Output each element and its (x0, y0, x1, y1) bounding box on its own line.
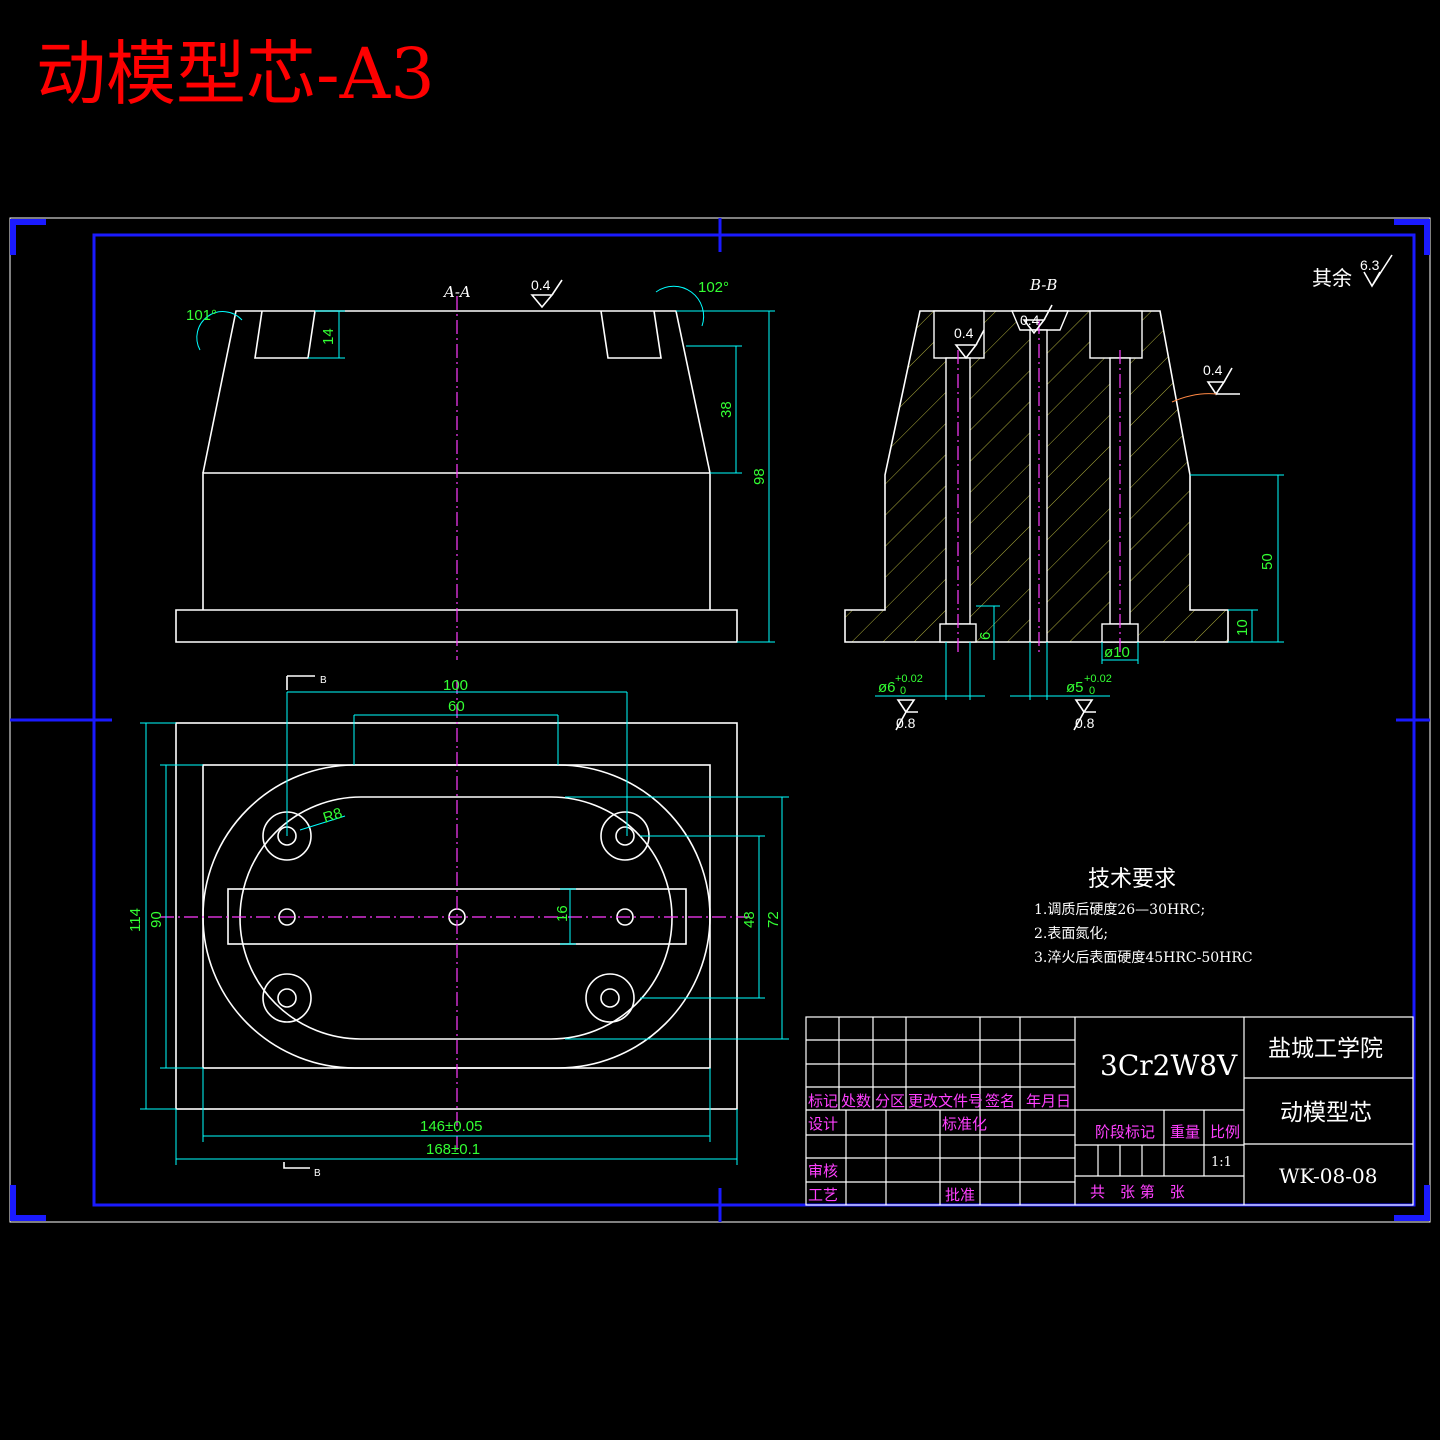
tol-phi6-upper: +0.02 (895, 673, 923, 685)
centering-marks (10, 218, 1430, 1222)
dim-90: 90 (148, 911, 165, 928)
dim-72: 72 (765, 911, 782, 928)
dim-100: 100 (443, 677, 468, 694)
tol-phi6-lower: 0 (900, 685, 906, 697)
dim-114: 114 (127, 908, 144, 932)
technical-requirements: 技术要求 1.调质后硬度26—30HRC; 2.表面氮化; 3.淬火后表面硬度4… (1034, 867, 1253, 966)
dim-phi10: ø10 (1104, 644, 1130, 661)
drawing-no-cell: WK-08-08 (1279, 1164, 1377, 1188)
dim-10: 10 (1234, 619, 1251, 636)
corner-marks (10, 219, 1430, 1221)
ra-phi6: 0.8 (896, 715, 916, 731)
tech-item-3: 3.淬火后表面硬度45HRC-50HRC (1034, 950, 1253, 966)
ra-phi5: 0.8 (1075, 715, 1095, 731)
tech-item-1: 1.调质后硬度26—30HRC; (1034, 902, 1205, 918)
dim-14: 14 (320, 328, 337, 345)
ra-bb-2: 0.4 (1020, 312, 1040, 328)
dim-168: 168±0.1 (426, 1141, 480, 1158)
drawing-title: 动模型芯-A3 (36, 33, 435, 115)
ra-bb-1: 0.4 (954, 325, 974, 341)
dim-50: 50 (1259, 553, 1276, 570)
dim-48: 48 (741, 911, 758, 928)
section-bb-view: B-B 50 10 6 ø10 ø6 +0.02 0 (844, 276, 1284, 731)
section-aa-view: A-A 14 38 98 101° 102° 0.4 (175, 277, 775, 660)
col-sign: 签名 (985, 1092, 1015, 1110)
ra-top-aa: 0.4 (531, 277, 551, 293)
tol-phi5-lower: 0 (1089, 685, 1095, 697)
dim-146: 146±0.05 (420, 1118, 482, 1135)
left-pocket (254, 310, 316, 359)
dim-phi6: ø6 (878, 679, 896, 696)
dim-phi5: ø5 (1066, 679, 1084, 696)
cell-process: 工艺 (808, 1186, 838, 1204)
rest-finish-value: 6.3 (1360, 257, 1380, 273)
top-view: B B 100 60 R8 114 90 16 48 72 (127, 675, 789, 1179)
rest-finish-label: 其余 (1312, 266, 1352, 290)
tol-phi5-upper: +0.02 (1084, 673, 1112, 685)
tech-heading: 技术要求 (1088, 867, 1176, 892)
part-name-cell: 动模型芯 (1280, 1100, 1372, 1126)
angle-102: 102° (698, 279, 729, 296)
col-count: 处数 (841, 1092, 871, 1110)
angle-101: 101° (186, 307, 217, 324)
col-zone: 分区 (875, 1092, 905, 1110)
ra-bb-3: 0.4 (1203, 362, 1223, 378)
tapered-top (202, 310, 711, 474)
dim-6: 6 (977, 632, 994, 640)
col-change-doc: 更改文件号 (908, 1092, 983, 1110)
col-mark: 标记 (808, 1092, 838, 1110)
section-bb-label: B-B (1029, 276, 1057, 294)
section-aa-label: A-A (442, 283, 471, 301)
cell-design: 设计 (808, 1115, 838, 1133)
cell-sheets: 共 张 第 张 (1090, 1183, 1185, 1201)
scale-cell: 1:1 (1211, 1155, 1232, 1170)
cell-weight: 重量 (1170, 1123, 1200, 1141)
cut-b-bottom: B (314, 1168, 321, 1179)
dim-16: 16 (554, 905, 571, 922)
dim-38: 38 (718, 401, 735, 418)
right-pocket (600, 310, 662, 359)
cut-b-top: B (320, 675, 327, 686)
tech-item-2: 2.表面氮化; (1034, 926, 1108, 942)
dim-r8: R8 (321, 805, 345, 827)
cell-approve: 批准 (945, 1186, 975, 1204)
plan-oval-inner (239, 796, 673, 1040)
dim-98: 98 (751, 468, 768, 485)
rest-finish-symbol (1363, 254, 1393, 288)
cell-ratio: 比例 (1210, 1123, 1240, 1141)
title-block: 3Cr2W8V 盐城工学院 动模型芯 WK-08-08 1:1 标记 处数 分区… (805, 1016, 1414, 1206)
school-cell: 盐城工学院 (1268, 1036, 1383, 1062)
col-date: 年月日 (1026, 1092, 1071, 1110)
cell-stage-mark: 阶段标记 (1095, 1123, 1155, 1141)
dim-60: 60 (448, 698, 465, 715)
cell-review: 审核 (808, 1162, 838, 1180)
material-cell: 3Cr2W8V (1100, 1049, 1238, 1082)
cell-standardize: 标准化 (942, 1115, 987, 1133)
